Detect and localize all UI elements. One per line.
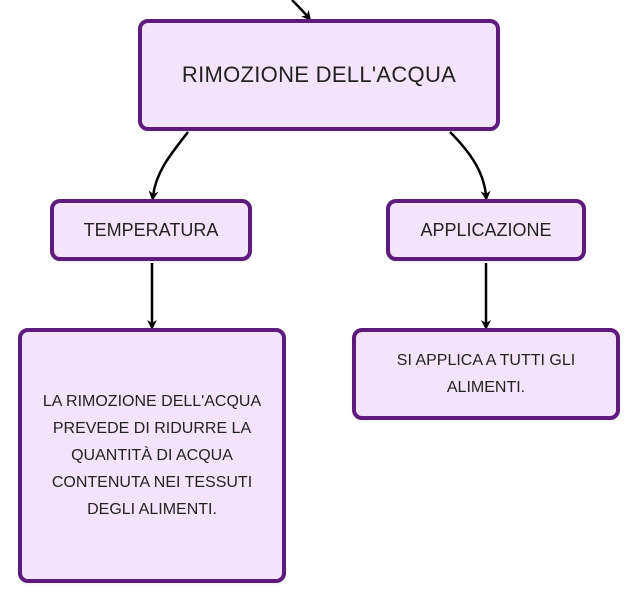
connector-root-temperatura xyxy=(148,131,189,201)
node-applicazione-label: APPLICAZIONE xyxy=(420,219,552,240)
node-applicazione-description-text: SI APPLICA A TUTTI GLI ALIMENTI. xyxy=(396,352,576,396)
node-applicazione[interactable]: APPLICAZIONE xyxy=(386,199,586,261)
connector-incoming-root xyxy=(291,0,312,21)
node-temperatura-description-text: LA RIMOZIONE DELL'ACQUA PREVEDE DI RIDUR… xyxy=(42,393,262,518)
node-rimozione-dell-acqua[interactable]: RIMOZIONE DELL'ACQUA xyxy=(138,19,500,131)
node-rimozione-dell-acqua-label: RIMOZIONE DELL'ACQUA xyxy=(181,62,457,87)
connector-root-applicazione xyxy=(449,131,491,201)
node-temperatura-label: TEMPERATURA xyxy=(83,219,219,240)
node-temperatura-description[interactable]: LA RIMOZIONE DELL'ACQUA PREVEDE DI RIDUR… xyxy=(18,328,286,583)
node-temperatura[interactable]: TEMPERATURA xyxy=(50,199,252,261)
node-applicazione-description[interactable]: SI APPLICA A TUTTI GLI ALIMENTI. xyxy=(352,328,620,420)
